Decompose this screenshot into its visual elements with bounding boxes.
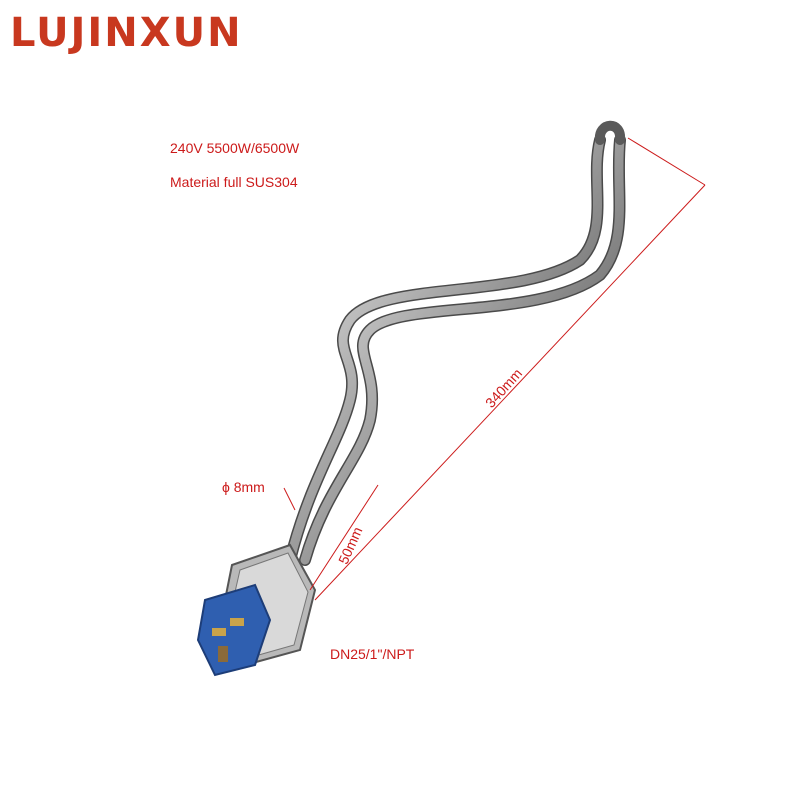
heater-tubes [284,120,626,566]
label-tube-diameter: ϕ 8mm [222,479,265,495]
diameter-pointer [283,487,296,511]
length-dimension-line [314,137,706,601]
spec-material: Material full SUS304 [170,174,298,190]
label-thread: DN25/1"/NPT [330,646,415,662]
brand-logo: LUJINXUN [10,10,243,56]
spec-voltage-power: 240V 5500W/6500W [170,140,300,156]
terminal-head [196,583,272,677]
insertion-dimension-line [309,484,379,591]
